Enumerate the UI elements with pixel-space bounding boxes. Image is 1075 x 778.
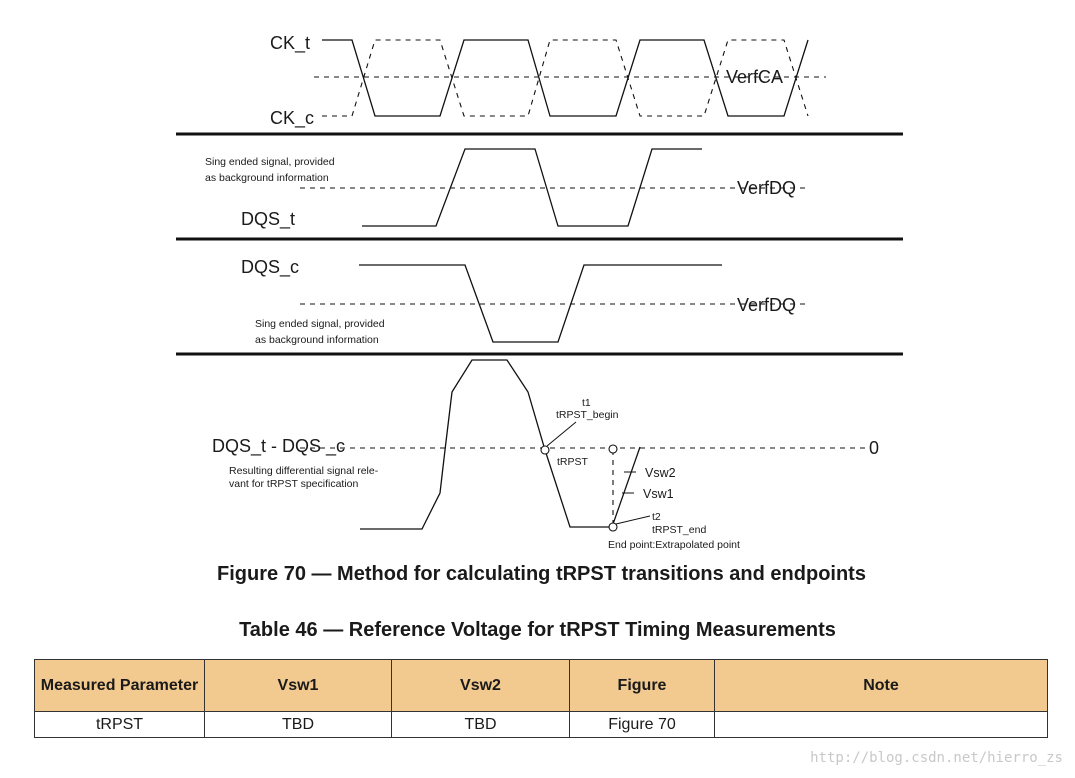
verfdq-label-2: VerfDQ <box>737 295 796 315</box>
dqs-c-label: DQS_c <box>241 257 299 278</box>
end-point-label: End point:Extrapolated point <box>608 539 740 551</box>
t1-name: tRPST_begin <box>556 409 619 421</box>
differential-note-line1: Resulting differential signal rele- <box>229 465 379 477</box>
t2-pointer <box>615 515 651 525</box>
differential-waveform <box>360 359 641 530</box>
header-figure: Figure <box>569 659 715 712</box>
t1-marker <box>540 445 550 455</box>
cell-figure: Figure 70 <box>569 711 715 738</box>
dqs-c-note-line1: Sing ended signal, provided <box>255 318 385 330</box>
ck-t-waveform <box>322 39 809 117</box>
t1-pointer <box>546 421 577 447</box>
ck-c-label: CK_c <box>270 108 314 129</box>
ck-t-label: CK_t <box>270 33 310 54</box>
table-caption: Table 46 — Reference Voltage for tRPST T… <box>239 619 836 641</box>
dqs-c-note-line2: as background information <box>255 334 379 346</box>
verfca-label: VerfCA <box>726 67 783 87</box>
cell-note <box>714 711 1048 738</box>
reference-voltage-table: Measured Parameter Vsw1 Vsw2 Figure Note… <box>34 659 1048 738</box>
header-vsw2: Vsw2 <box>391 659 570 712</box>
watermark: http://blog.csdn.net/hierro_zs <box>810 750 1063 766</box>
vsw1-label: Vsw1 <box>643 487 674 501</box>
verfdq-label-1: VerfDQ <box>737 178 796 198</box>
zero-label: 0 <box>869 438 879 458</box>
header-measured-parameter: Measured Parameter <box>34 659 205 712</box>
dqs-c-waveform <box>359 264 722 343</box>
t1-label: t1 <box>582 397 591 409</box>
dqs-t-waveform <box>362 148 702 227</box>
dqs-t-note-line1: Sing ended signal, provided <box>205 156 335 168</box>
cell-vsw2: TBD <box>391 711 570 738</box>
t2-label: t2 <box>652 511 661 523</box>
trpst-label: tRPST <box>557 456 589 468</box>
header-note: Note <box>714 659 1048 712</box>
timing-diagram: CK_t CK_c VerfCA Sing ended signal, prov… <box>176 33 903 551</box>
differential-note-line2: vant for tRPST specification <box>229 478 359 490</box>
figure-caption: Figure 70 — Method for calculating tRPST… <box>217 563 866 585</box>
vsw2-label: Vsw2 <box>645 466 676 480</box>
header-vsw1: Vsw1 <box>204 659 392 712</box>
t2-name: tRPST_end <box>652 524 706 536</box>
cell-parameter: tRPST <box>34 711 205 738</box>
t2-marker <box>608 522 618 532</box>
dqs-t-note-line2: as background information <box>205 172 329 184</box>
cell-vsw1: TBD <box>204 711 392 738</box>
table-row: tRPST TBD TBD Figure 70 <box>34 711 1048 738</box>
table-header-row: Measured Parameter Vsw1 Vsw2 Figure Note <box>34 659 1048 712</box>
dqs-t-label: DQS_t <box>241 209 295 230</box>
extrapolated-marker <box>608 444 618 454</box>
differential-label: DQS_t - DQS _c <box>212 436 345 457</box>
